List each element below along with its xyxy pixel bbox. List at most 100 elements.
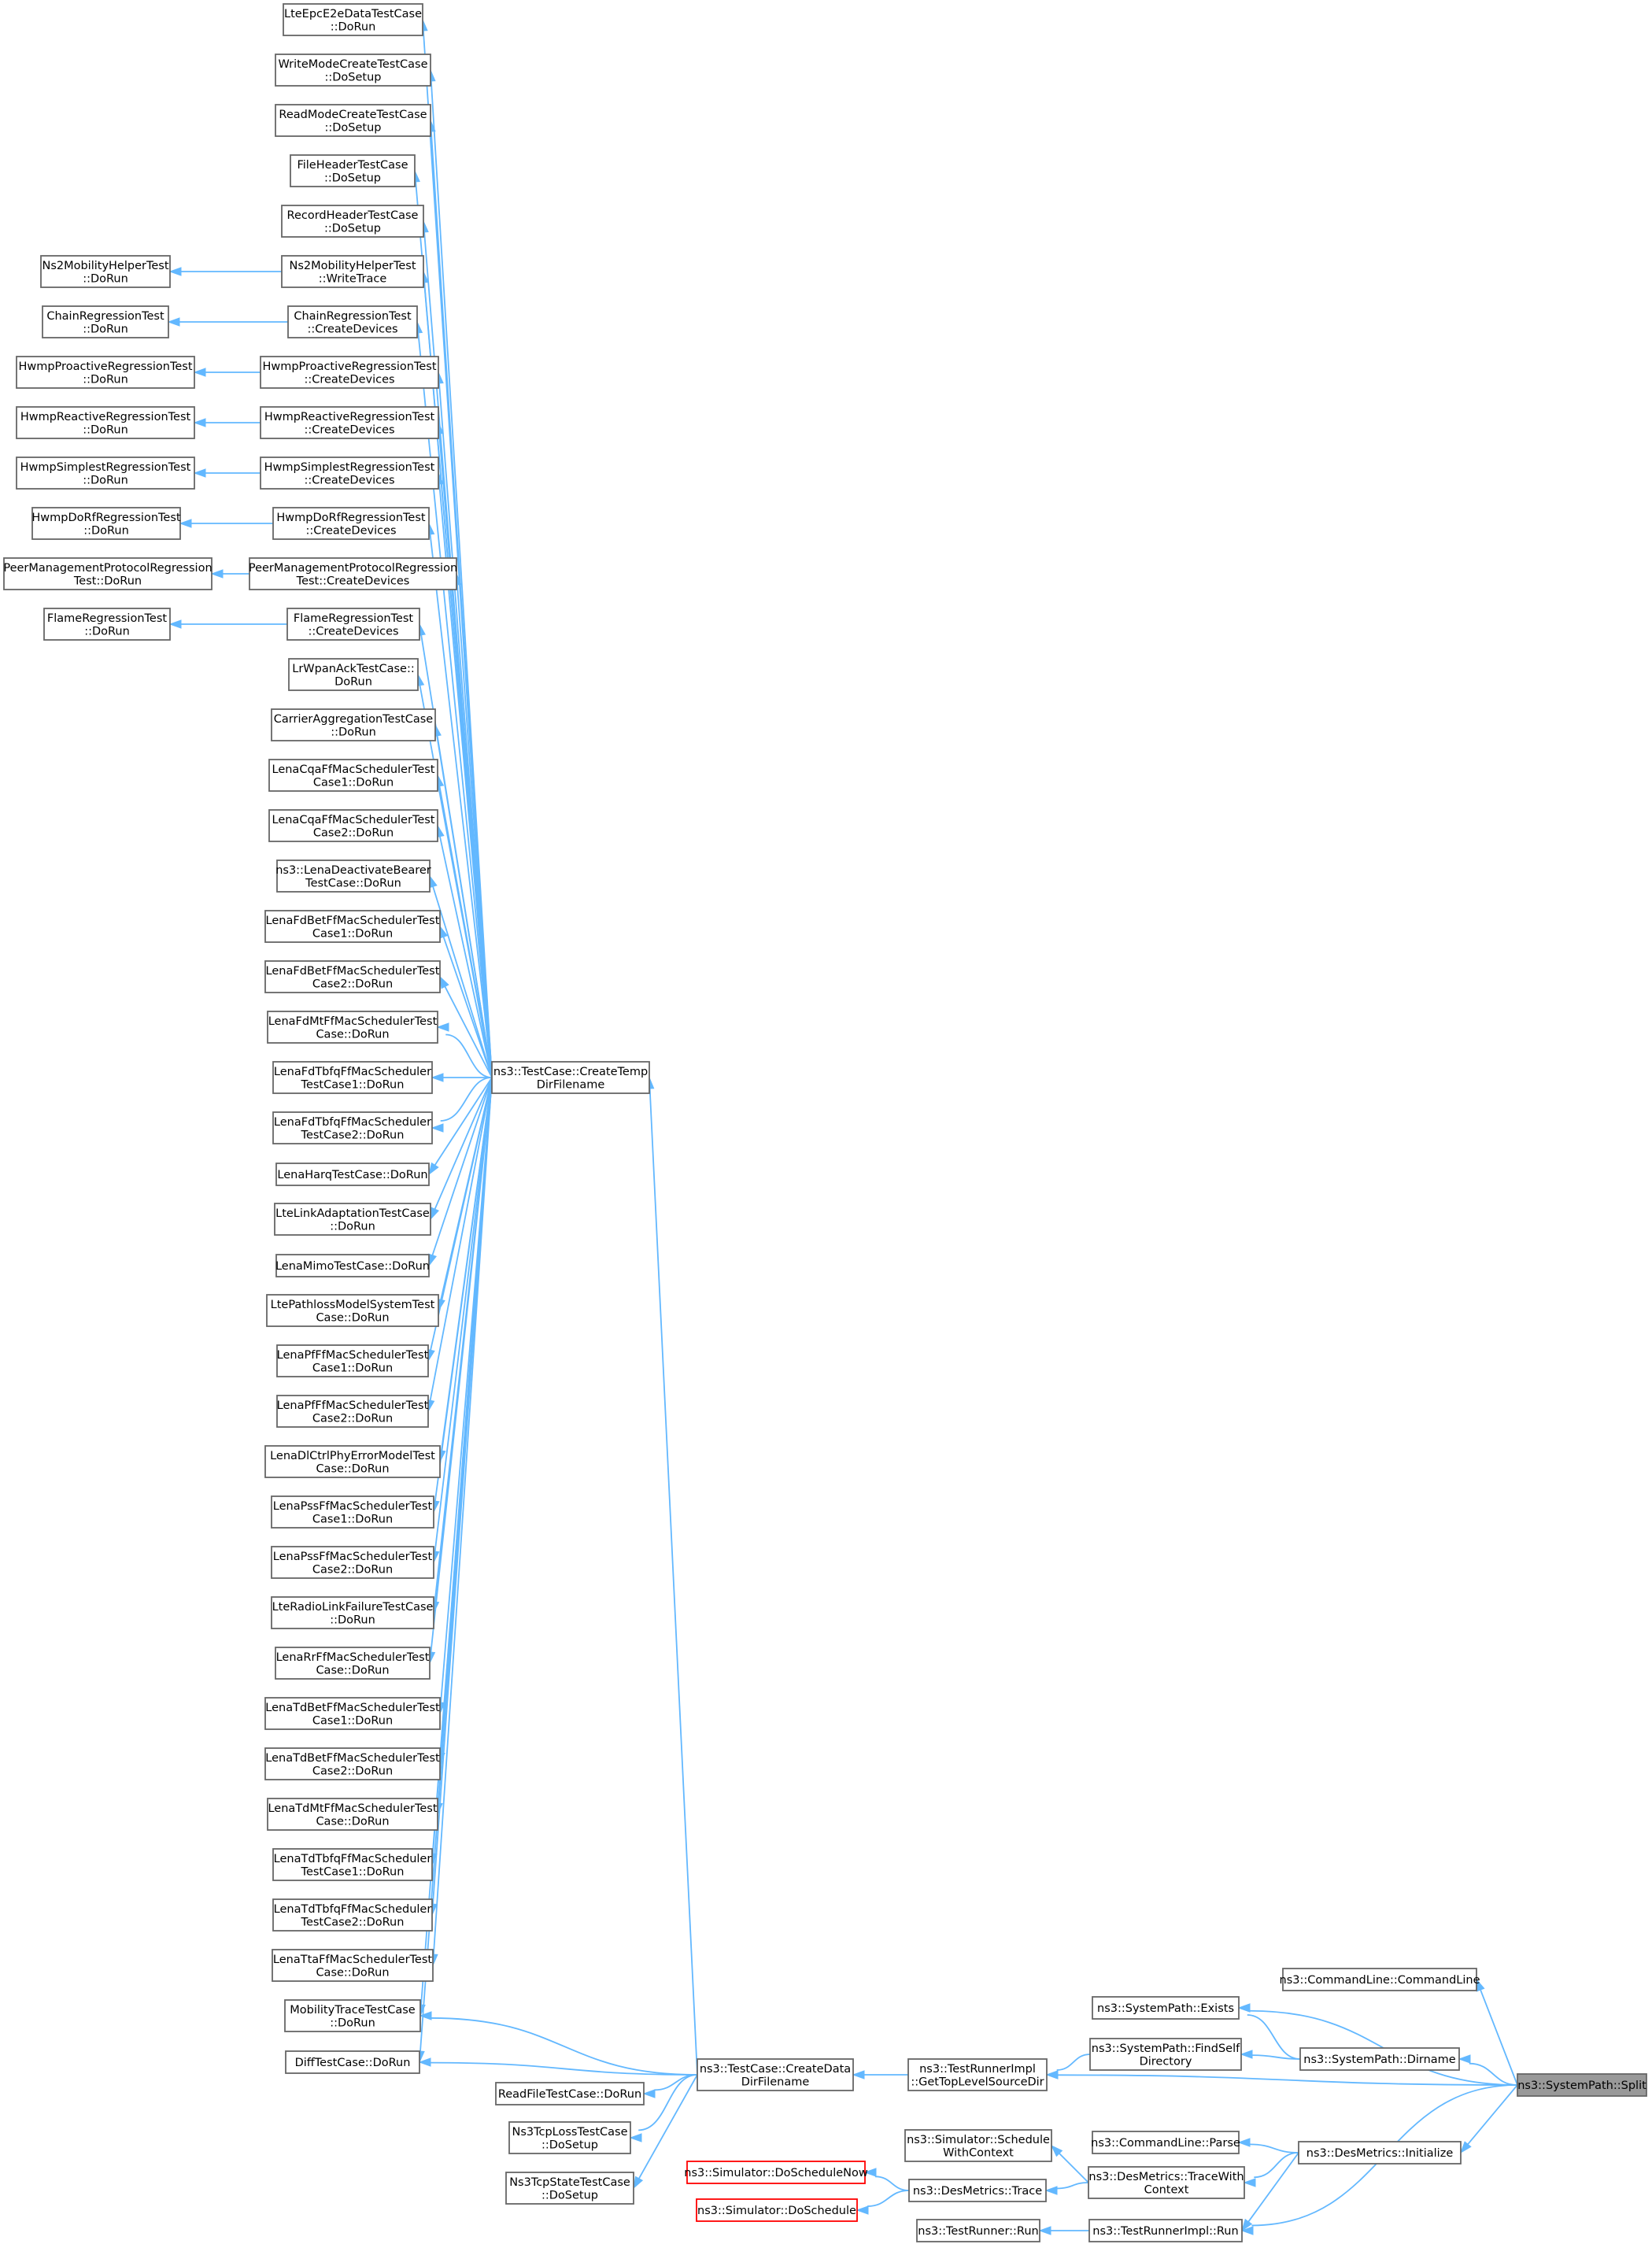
graph-node-n11a[interactable]: HwmpDoRfRegressionTest::DoRun [31, 507, 181, 540]
graph-node-n10a[interactable]: HwmpSimplestRegressionTest::DoRun [16, 457, 195, 490]
node-box[interactable] [287, 305, 418, 338]
graph-node-n10[interactable]: HwmpSimplestRegressionTest::CreateDevice… [260, 457, 439, 490]
node-box[interactable] [283, 3, 423, 36]
graph-node-n9[interactable]: HwmpReactiveRegressionTest::CreateDevice… [260, 406, 439, 439]
node-box[interactable] [264, 1445, 441, 1478]
node-box[interactable] [281, 255, 424, 288]
node-box[interactable] [1298, 2141, 1462, 2165]
node-box[interactable] [284, 1999, 421, 2032]
node-box[interactable] [260, 356, 439, 389]
node-box[interactable] [508, 2121, 631, 2154]
graph-node-spe[interactable]: ns3::SystemPath::Exists [1092, 1996, 1240, 2020]
node-box[interactable] [281, 205, 424, 238]
node-box[interactable] [271, 1495, 434, 1529]
node-box[interactable] [276, 1395, 429, 1428]
graph-node-n15[interactable]: CarrierAggregationTestCase::DoRun [271, 708, 436, 741]
node-box[interactable] [16, 356, 195, 389]
node-box[interactable] [288, 658, 419, 691]
node-box[interactable] [1092, 2131, 1240, 2154]
graph-node-n8[interactable]: HwmpProactiveRegressionTest::CreateDevic… [260, 356, 439, 389]
graph-node-n6a[interactable]: Ns2MobilityHelperTest::DoRun [40, 255, 171, 288]
node-box[interactable] [290, 154, 416, 187]
graph-node-n2[interactable]: WriteModeCreateTestCase::DoSetup [275, 54, 431, 87]
node-box[interactable] [267, 1798, 438, 1831]
node-box[interactable] [271, 1596, 434, 1629]
graph-node-n9a[interactable]: HwmpReactiveRegressionTest::DoRun [16, 406, 195, 439]
graph-node-dmi[interactable]: ns3::DesMetrics::Initialize [1298, 2141, 1462, 2165]
node-box[interactable] [271, 708, 436, 741]
graph-node-n13[interactable]: FlameRegressionTest::CreateDevices [286, 608, 420, 641]
graph-node-n14[interactable]: LrWpanAckTestCase::DoRun [288, 658, 419, 691]
node-box[interactable] [272, 1111, 433, 1144]
graph-node-n42[interactable]: DiffTestCase::DoRun [285, 2050, 420, 2074]
graph-node-split[interactable]: ns3::SystemPath::Split [1517, 2073, 1647, 2097]
graph-node-n12[interactable]: PeerManagementProtocolRegressionTest::Cr… [249, 557, 457, 590]
node-box[interactable] [43, 608, 171, 641]
node-box[interactable] [286, 608, 420, 641]
node-box[interactable] [1517, 2073, 1647, 2097]
node-box[interactable] [272, 1949, 434, 1982]
node-box[interactable] [268, 809, 438, 842]
graph-node-tcl[interactable]: Ns3TcpLossTestCase::DoSetup [508, 2121, 631, 2154]
node-box[interactable] [285, 2050, 420, 2074]
node-box[interactable] [264, 910, 441, 943]
node-box[interactable] [505, 2172, 634, 2205]
node-box[interactable] [907, 2058, 1048, 2091]
graph-node-trr[interactable]: ns3::TestRunner::Run [916, 2219, 1040, 2242]
node-box[interactable] [1092, 1996, 1240, 2020]
node-box[interactable] [260, 457, 439, 490]
node-box[interactable] [272, 1898, 433, 1932]
node-box[interactable] [266, 1294, 439, 1327]
node-box[interactable] [40, 255, 171, 288]
graph-node-n8a[interactable]: HwmpProactiveRegressionTest::DoRun [16, 356, 195, 389]
graph-node-spd[interactable]: ns3::SystemPath::Dirname [1299, 2047, 1460, 2071]
graph-node-n7a[interactable]: ChainRegressionTest::DoRun [42, 305, 169, 338]
node-box[interactable] [908, 2179, 1047, 2202]
node-box[interactable] [268, 759, 438, 792]
node-box[interactable] [272, 507, 430, 540]
graph-node-n6[interactable]: Ns2MobilityHelperTest::WriteTrace [281, 255, 424, 288]
graph-node-tri[interactable]: ns3::TestRunnerImpl::Run [1088, 2219, 1243, 2242]
node-box[interactable] [276, 1344, 429, 1377]
graph-node-dsc[interactable]: ns3::Simulator::DoSchedule [696, 2198, 858, 2222]
node-box[interactable] [495, 2082, 645, 2105]
node-box[interactable] [1088, 2219, 1243, 2242]
graph-node-dmt[interactable]: ns3::DesMetrics::Trace [908, 2179, 1047, 2202]
node-box[interactable] [264, 960, 441, 993]
node-box[interactable] [276, 860, 431, 893]
node-box[interactable] [42, 305, 169, 338]
graph-node-n11[interactable]: HwmpDoRfRegressionTest::CreateDevices [272, 507, 430, 540]
graph-node-clp[interactable]: ns3::CommandLine::Parse [1091, 2131, 1240, 2154]
node-box[interactable] [16, 457, 195, 490]
graph-node-rf[interactable]: ReadFileTestCase::DoRun [495, 2082, 645, 2105]
node-box[interactable] [1088, 2166, 1245, 2199]
node-box[interactable] [696, 2198, 858, 2222]
graph-node-clc[interactable]: ns3::CommandLine::CommandLine [1280, 1968, 1480, 1991]
graph-node-n12a[interactable]: PeerManagementProtocolRegressionTest::Do… [3, 557, 213, 590]
node-box[interactable] [275, 104, 431, 137]
node-box[interactable] [272, 1061, 433, 1094]
node-box[interactable] [275, 1647, 431, 1680]
node-box[interactable] [271, 1546, 434, 1579]
node-box[interactable] [1299, 2047, 1460, 2071]
graph-node-n33[interactable]: LteRadioLinkFailureTestCase::DoRun [271, 1596, 434, 1629]
